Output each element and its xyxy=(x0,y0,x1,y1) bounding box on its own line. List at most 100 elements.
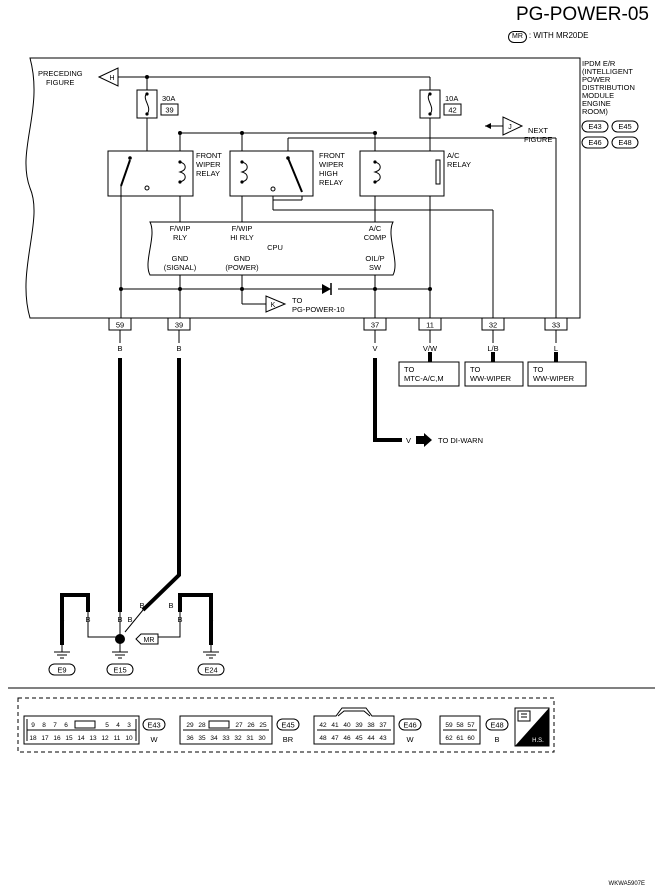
terminal-59: 59 xyxy=(108,317,132,331)
option-legend-text: : WITH MR20DE xyxy=(528,31,589,40)
connector-view-color: B xyxy=(494,735,499,744)
relay-label: WIPER xyxy=(319,160,344,169)
svg-text:9: 9 xyxy=(31,722,35,729)
ground-wire-labels: B B B B B B B B xyxy=(59,601,213,624)
svg-text:B: B xyxy=(59,615,64,624)
cpu-signal-label: SW xyxy=(369,263,382,272)
connector-views-panel xyxy=(17,697,555,753)
destination-ww-wiper-2: TO WW-WIPER xyxy=(527,361,587,387)
ground-connector-badges: E9 E15 E24 xyxy=(48,663,225,676)
figure-code: WKWA5907E xyxy=(608,881,645,887)
ipdm-label-line: ENGINE xyxy=(582,99,611,108)
ac-relay: A/C RELAY xyxy=(359,150,471,197)
svg-text:17: 17 xyxy=(41,735,49,742)
fuse-number: 39 xyxy=(165,106,173,115)
svg-text:35: 35 xyxy=(198,735,206,742)
connector-view-color: W xyxy=(406,735,414,744)
ipdm-label: IPDM E/R (INTELLIGENT POWER DISTRIBUTION… xyxy=(582,59,635,116)
svg-text:43: 43 xyxy=(379,735,387,742)
harness-wires xyxy=(118,330,558,612)
option-legend: MR: WITH MR20DE xyxy=(508,31,588,43)
svg-text:28: 28 xyxy=(198,722,206,729)
preceding-figure-letter: H xyxy=(109,75,114,82)
ground-option-badge: MR xyxy=(135,633,159,645)
relay-label: RELAY xyxy=(196,169,220,178)
fuse-rating: 10A xyxy=(445,94,458,103)
terminal-37: 37 xyxy=(363,317,387,331)
svg-text:11: 11 xyxy=(114,735,121,742)
destination-text: MTC-A/C,M xyxy=(404,374,444,383)
terminal-number: 33 xyxy=(552,321,560,330)
fuse-10a: 10A 42 xyxy=(419,89,462,119)
svg-text:59: 59 xyxy=(445,722,453,729)
diode-icon xyxy=(322,284,331,294)
fuse-number: 42 xyxy=(448,106,456,115)
destination-text: TO xyxy=(533,365,543,374)
fuse-rating: 30A xyxy=(162,94,175,103)
ground-id: E24 xyxy=(204,666,217,675)
wire-color: L/B xyxy=(487,344,498,353)
next-figure-text: NEXT xyxy=(528,126,548,135)
svg-text:62: 62 xyxy=(445,735,453,742)
svg-text:30: 30 xyxy=(258,735,266,742)
destination-mtc-ac: TO MTC-A/C,M xyxy=(398,361,460,387)
svg-text:47: 47 xyxy=(331,735,339,742)
connector-view-e48: 59 58 57 62 61 60 E48 B xyxy=(439,715,509,745)
ipdm-label-line: POWER xyxy=(582,75,611,84)
ground-ref-text: TO xyxy=(292,296,302,305)
ground-figure-ref: K TO PG-POWER-10 xyxy=(265,295,345,314)
svg-text:3: 3 xyxy=(127,722,131,729)
next-figure-ref: J NEXT FIGURE xyxy=(485,116,552,144)
svg-text:31: 31 xyxy=(246,735,254,742)
svg-text:16: 16 xyxy=(53,735,61,742)
connector-view-id: E45 xyxy=(281,721,294,730)
ground-option-code: MR xyxy=(144,637,155,644)
svg-text:29: 29 xyxy=(186,722,194,729)
wire-color: V xyxy=(372,344,377,353)
svg-text:48: 48 xyxy=(319,735,327,742)
di-warn-ref: V TO DI-WARN xyxy=(406,433,483,447)
relay-label: HIGH xyxy=(319,169,338,178)
svg-text:39: 39 xyxy=(355,722,363,729)
connector-badge-label: E43 xyxy=(588,122,601,131)
cpu-signal-label: F/WIP xyxy=(170,224,191,233)
terminal-number: 32 xyxy=(489,321,497,330)
cpu-signal-label: F/WIP xyxy=(232,224,253,233)
svg-text:13: 13 xyxy=(89,735,97,742)
connector-view-e45: 29 28 27 26 25 36 35 34 33 32 31 30 E45 … xyxy=(179,715,300,745)
svg-text:40: 40 xyxy=(343,722,351,729)
svg-text:15: 15 xyxy=(65,735,73,742)
svg-text:B: B xyxy=(117,615,122,624)
svg-text:25: 25 xyxy=(259,722,267,729)
destination-ww-wiper-1: TO WW-WIPER xyxy=(464,361,524,387)
front-wiper-high-relay: FRONT WIPER HIGH RELAY xyxy=(229,150,345,197)
di-warn-text: TO DI-WARN xyxy=(438,436,483,445)
connector-badge-label: E48 xyxy=(618,138,631,147)
cpu-block: F/WIP RLY F/WIP HI RLY A/C COMP CPU GND … xyxy=(147,221,396,276)
ipdm-label-line: MODULE xyxy=(582,91,614,100)
cpu-signal-label: GND xyxy=(172,254,189,263)
destination-text: WW-WIPER xyxy=(470,374,512,383)
relay-label: RELAY xyxy=(319,178,343,187)
svg-text:32: 32 xyxy=(234,735,242,742)
ground-ref-letter: K xyxy=(271,302,276,309)
svg-text:44: 44 xyxy=(367,735,375,742)
terminal-39: 39 xyxy=(167,317,191,331)
svg-text:57: 57 xyxy=(467,722,475,729)
connector-view-id: E43 xyxy=(147,721,160,730)
ground-id: E15 xyxy=(113,666,126,675)
svg-text:5: 5 xyxy=(105,722,109,729)
svg-text:60: 60 xyxy=(467,735,475,742)
relay-label: WIPER xyxy=(196,160,221,169)
terminal-33: 33 xyxy=(544,317,568,331)
ipdm-label-line: (INTELLIGENT xyxy=(582,67,633,76)
next-figure-text: FIGURE xyxy=(524,135,552,144)
svg-text:4: 4 xyxy=(116,722,120,729)
page-title: PG-POWER-05 xyxy=(515,4,649,25)
svg-text:10: 10 xyxy=(125,735,133,742)
ipdm-label-line: ROOM) xyxy=(582,107,608,116)
internal-wiring xyxy=(120,118,557,318)
terminal-32: 32 xyxy=(481,317,505,331)
ground-ref-text: PG-POWER-10 xyxy=(292,305,345,314)
